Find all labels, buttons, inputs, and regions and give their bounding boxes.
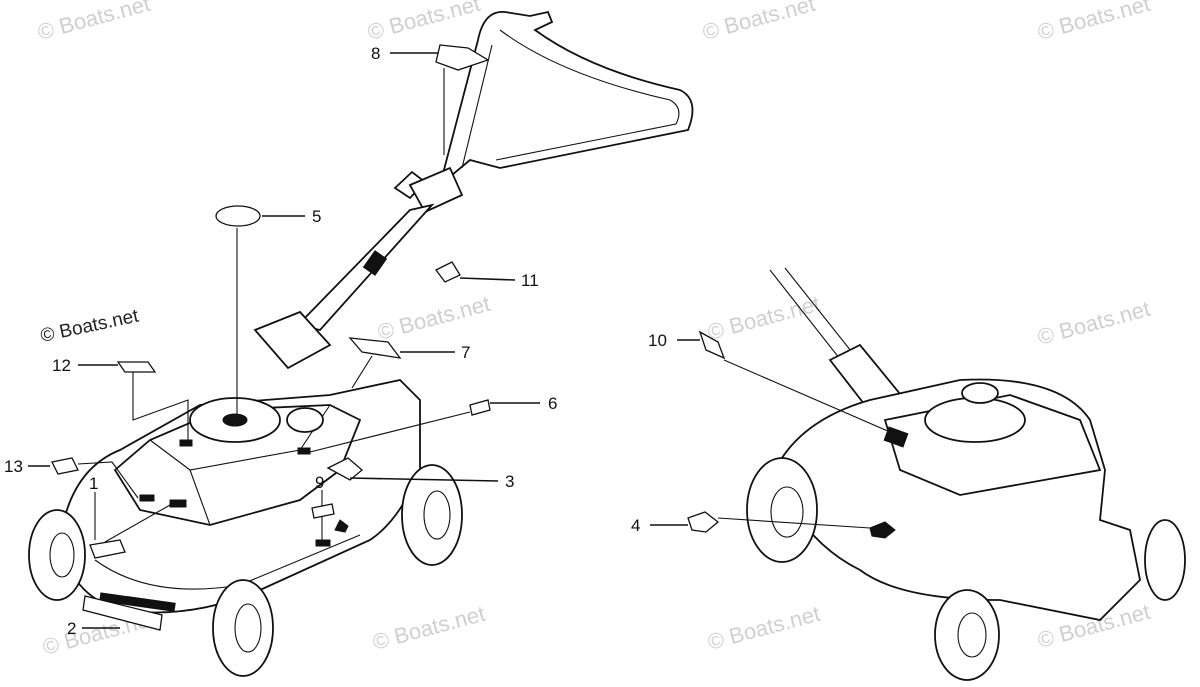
leader-3 bbox=[349, 477, 499, 482]
handle-loop bbox=[438, 10, 694, 188]
watermark-prominent: © Boats.net bbox=[39, 306, 141, 347]
decal-4 bbox=[687, 511, 720, 533]
callout-7: 7 bbox=[461, 343, 470, 362]
mower-right bbox=[746, 267, 1186, 681]
watermark: © Boats.net bbox=[35, 0, 153, 45]
wheel-hub bbox=[423, 490, 451, 540]
decal-8 bbox=[435, 44, 490, 71]
watermark: © Boats.net bbox=[365, 0, 483, 45]
callout-11: 11 bbox=[521, 271, 539, 290]
watermark: © Boats.net bbox=[1035, 296, 1153, 350]
wheel-rear-left bbox=[212, 579, 274, 677]
wheel-front-left bbox=[28, 509, 86, 601]
wheel-hub bbox=[957, 612, 987, 658]
decal-12 bbox=[116, 361, 157, 373]
callout-13: 13 bbox=[4, 457, 23, 476]
callout-labels: 8 5 11 7 6 3 9 12 13 1 2 10 4 bbox=[4, 44, 667, 638]
leader-4-right bbox=[717, 517, 871, 529]
decal-mark bbox=[883, 426, 909, 448]
callout-2: 2 bbox=[67, 619, 76, 638]
callout-6: 6 bbox=[548, 394, 557, 413]
engine-top-right bbox=[924, 397, 1026, 443]
watermark: © Boats.net bbox=[1035, 0, 1153, 45]
decal-mark bbox=[297, 447, 311, 455]
callout-1: 1 bbox=[89, 474, 98, 493]
leader-12-down bbox=[132, 372, 189, 444]
watermark: © Boats.net bbox=[705, 291, 823, 345]
mower-left bbox=[28, 10, 694, 677]
fuel-cap bbox=[222, 413, 248, 427]
wheel-rear-right bbox=[401, 464, 463, 566]
leaders bbox=[28, 44, 891, 631]
handle-inner bbox=[461, 29, 680, 169]
decal-mark bbox=[139, 494, 155, 502]
decal-5 bbox=[215, 205, 261, 227]
decal-6 bbox=[469, 399, 491, 416]
decal-mark bbox=[169, 499, 187, 508]
leader-11 bbox=[459, 277, 516, 281]
decal-mark bbox=[362, 250, 388, 276]
decal-1 bbox=[89, 539, 126, 559]
fuel-cap-right bbox=[961, 382, 999, 404]
wheel-hub bbox=[49, 532, 75, 578]
decal-mark bbox=[869, 521, 896, 539]
leader-1-up bbox=[104, 504, 171, 543]
decal-10 bbox=[698, 330, 726, 360]
watermark: © Boats.net bbox=[375, 291, 493, 345]
decal-mark bbox=[99, 592, 176, 612]
handle-clamp bbox=[408, 166, 464, 214]
leader-7-down bbox=[351, 355, 373, 389]
decal-mark bbox=[179, 439, 193, 447]
decal-2 bbox=[82, 595, 163, 631]
engine-cover bbox=[113, 404, 362, 526]
callout-3: 3 bbox=[505, 472, 514, 491]
wheel-hub bbox=[234, 603, 262, 653]
leader-10-down bbox=[723, 359, 891, 433]
handle-lower-clamp bbox=[253, 310, 332, 370]
decal-mark bbox=[315, 539, 331, 547]
callout-10: 10 bbox=[648, 331, 667, 350]
leader-6-down bbox=[309, 411, 471, 453]
watermark: © Boats.net bbox=[700, 0, 818, 45]
decal-7 bbox=[348, 337, 402, 359]
callout-4: 4 bbox=[631, 516, 640, 535]
watermark: © Boats.net bbox=[705, 601, 823, 655]
watermark: © Boats.net bbox=[370, 601, 488, 655]
wheel-right-far bbox=[1144, 519, 1186, 601]
callout-12: 12 bbox=[52, 356, 71, 375]
callout-9: 9 bbox=[315, 473, 324, 492]
decal-13 bbox=[51, 457, 79, 475]
decal-11 bbox=[435, 261, 461, 283]
wheel-right-rear bbox=[934, 589, 1000, 681]
oil-cap bbox=[286, 407, 324, 433]
callout-5: 5 bbox=[312, 207, 321, 226]
wheel-hub bbox=[770, 486, 804, 538]
decal-mark bbox=[334, 519, 349, 533]
decal-9 bbox=[311, 503, 335, 519]
callout-8: 8 bbox=[371, 44, 380, 63]
leader-13-down bbox=[77, 461, 139, 499]
wheel-right-front bbox=[746, 457, 818, 563]
decal-3 bbox=[326, 457, 364, 481]
